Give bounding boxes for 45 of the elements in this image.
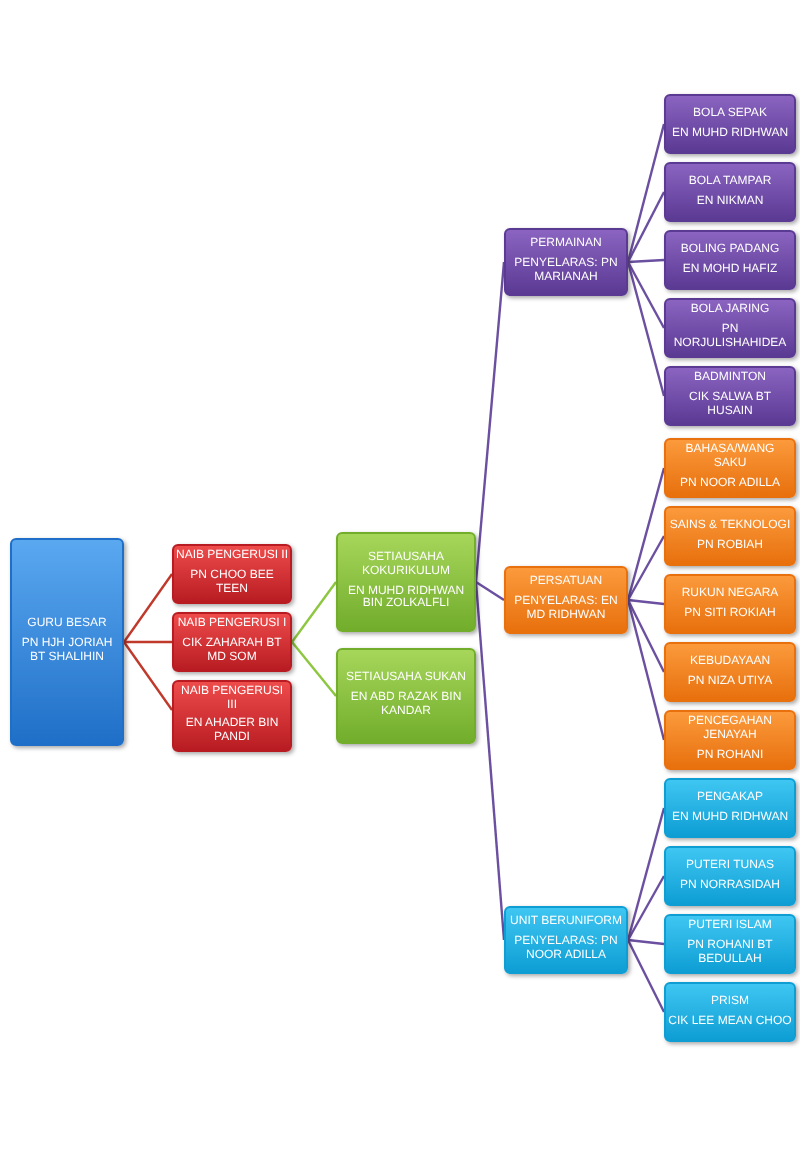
member-box <box>504 566 628 634</box>
member-box <box>336 532 476 632</box>
member-box <box>172 680 292 752</box>
member-box <box>504 906 628 974</box>
connector-line <box>626 123 666 263</box>
connector-line <box>626 535 666 601</box>
member-box <box>504 228 628 296</box>
connector-line <box>627 258 665 264</box>
member-box <box>664 574 796 634</box>
member-box <box>336 648 476 744</box>
head-box <box>10 538 124 746</box>
connector-line <box>626 261 666 397</box>
connector-line <box>626 191 666 263</box>
connector-line <box>124 640 172 644</box>
member-box <box>664 162 796 222</box>
connector-line <box>626 875 666 941</box>
member-box <box>664 506 796 566</box>
connector-line <box>626 261 666 329</box>
member-box <box>664 366 796 426</box>
connector-line <box>626 467 666 601</box>
connector-line <box>291 641 337 697</box>
member-box <box>664 982 796 1042</box>
member-box <box>664 230 796 290</box>
member-box <box>664 710 796 770</box>
connector-line <box>291 581 337 643</box>
member-box <box>172 612 292 672</box>
connector-line <box>626 939 666 1013</box>
connector-line <box>123 641 173 711</box>
member-box <box>664 778 796 838</box>
member-box <box>664 298 796 358</box>
connector-line <box>627 598 665 606</box>
member-box <box>664 642 796 702</box>
connector-line <box>626 599 666 741</box>
connector-line <box>123 573 173 643</box>
member-box <box>664 914 796 974</box>
member-box <box>172 544 292 604</box>
connector-line <box>626 599 666 673</box>
connector-line <box>475 581 505 601</box>
member-box <box>664 438 796 498</box>
connector-line <box>627 938 665 946</box>
connector-line <box>474 261 506 583</box>
member-box <box>664 94 796 154</box>
connector-line <box>626 807 666 941</box>
member-box <box>664 846 796 906</box>
connector-line <box>474 581 506 941</box>
